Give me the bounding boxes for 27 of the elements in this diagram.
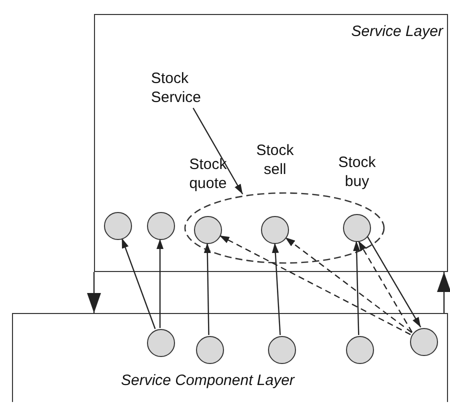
service-label: Stock quote <box>188 155 228 193</box>
service-label: Stock buy <box>337 153 377 191</box>
service-label: Stock sell <box>255 141 295 179</box>
circle-node <box>410 328 438 356</box>
circle-node <box>147 329 175 357</box>
dashed-arrow <box>284 236 412 334</box>
arrow <box>204 242 211 336</box>
circle-node <box>268 336 296 364</box>
layer-title: Service Layer <box>351 23 443 40</box>
arrow <box>87 272 101 313</box>
arrow <box>121 238 156 330</box>
dashed-arrow <box>358 240 413 333</box>
circle-node <box>196 336 224 364</box>
circle-node <box>147 212 175 240</box>
layer-box <box>94 14 448 272</box>
arrow <box>192 108 244 194</box>
circle-node <box>346 336 374 364</box>
service-label: Stock Service <box>151 69 215 109</box>
arrow <box>272 242 281 336</box>
arrow <box>366 235 422 328</box>
circle-node <box>104 212 132 240</box>
dashed-arrow <box>219 234 411 336</box>
layer-title: Service Component Layer <box>121 372 294 389</box>
arrow <box>156 239 164 328</box>
layer-box <box>12 313 448 402</box>
arrow <box>353 240 360 336</box>
arrow <box>437 272 450 313</box>
